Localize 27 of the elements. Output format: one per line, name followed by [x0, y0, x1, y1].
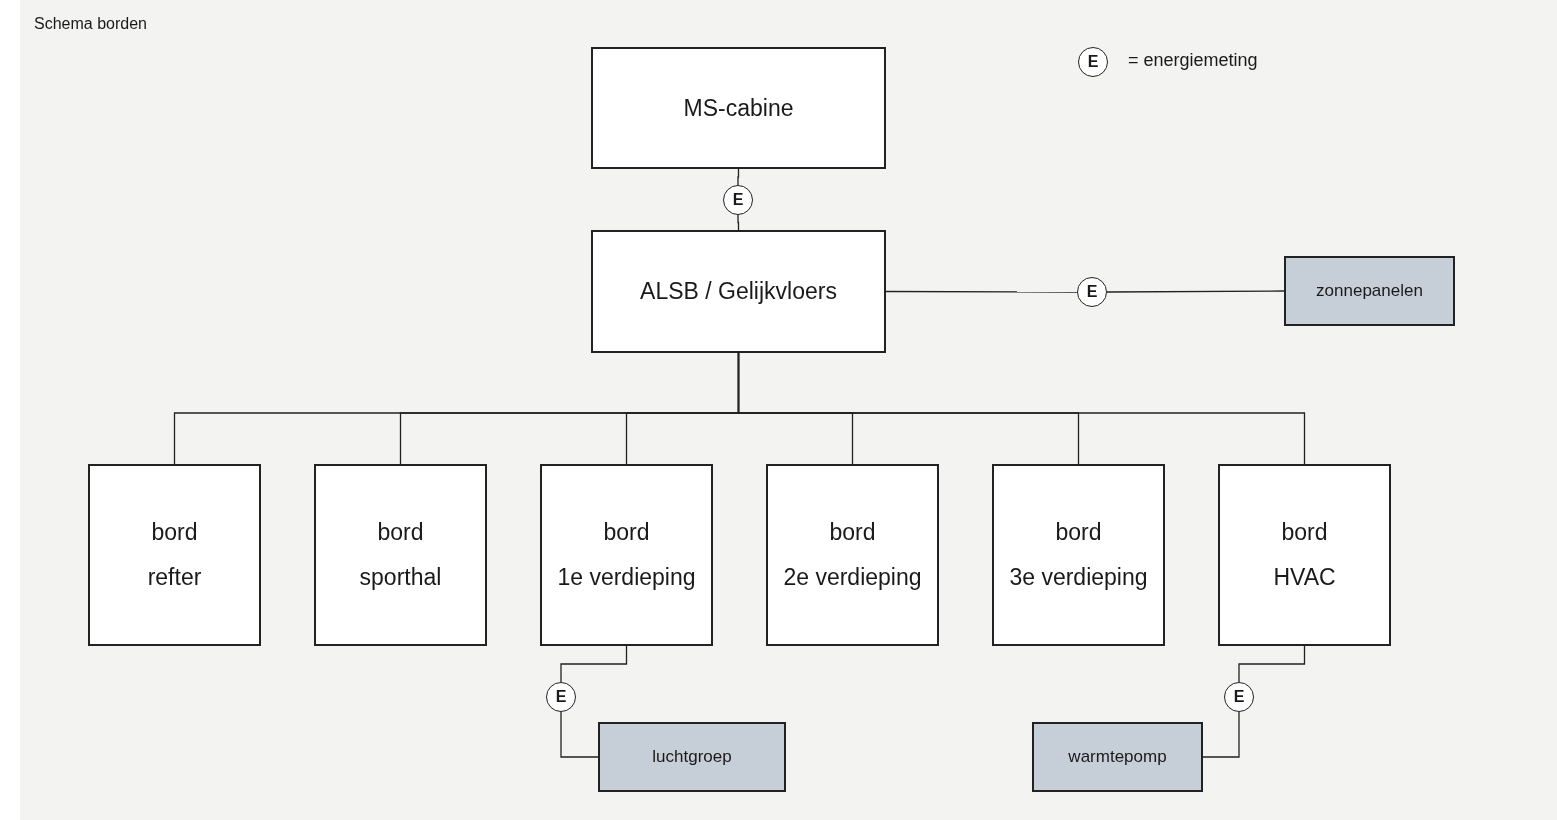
meter-symbol: E [1224, 682, 1254, 712]
device-box: luchtgroep [598, 722, 786, 792]
panel-box: bord 1e verdieping [540, 464, 713, 646]
meter-symbol: E [1077, 277, 1107, 307]
panel-box: bord 3e verdieping [992, 464, 1165, 646]
connector-line [737, 352, 1306, 465]
device-box: warmtepomp [1032, 722, 1203, 792]
legend-text: = energiemeting [1128, 50, 1258, 71]
panel-box: bord HVAC [1218, 464, 1391, 646]
meter-symbol: E [723, 185, 753, 215]
meter-symbol: E [546, 682, 576, 712]
connector-line [737, 168, 740, 186]
connector-line [737, 214, 740, 231]
connector-line [885, 290, 1078, 293]
device-box: zonnepanelen [1284, 256, 1455, 326]
connector-line [1202, 711, 1240, 758]
diagram-title: Schema borden [34, 15, 147, 33]
panel-box: bord sporthal [314, 464, 487, 646]
panel-box: bord refter [88, 464, 261, 646]
connector-line [1106, 290, 1285, 293]
panel-box: MS-cabine [591, 47, 886, 169]
connector-line [560, 711, 599, 758]
panel-box: ALSB / Gelijkvloers [591, 230, 886, 353]
meter-symbol: E [1078, 47, 1108, 77]
panel-box: bord 2e verdieping [766, 464, 939, 646]
connector-line [560, 645, 628, 683]
connector-line [1238, 645, 1306, 683]
